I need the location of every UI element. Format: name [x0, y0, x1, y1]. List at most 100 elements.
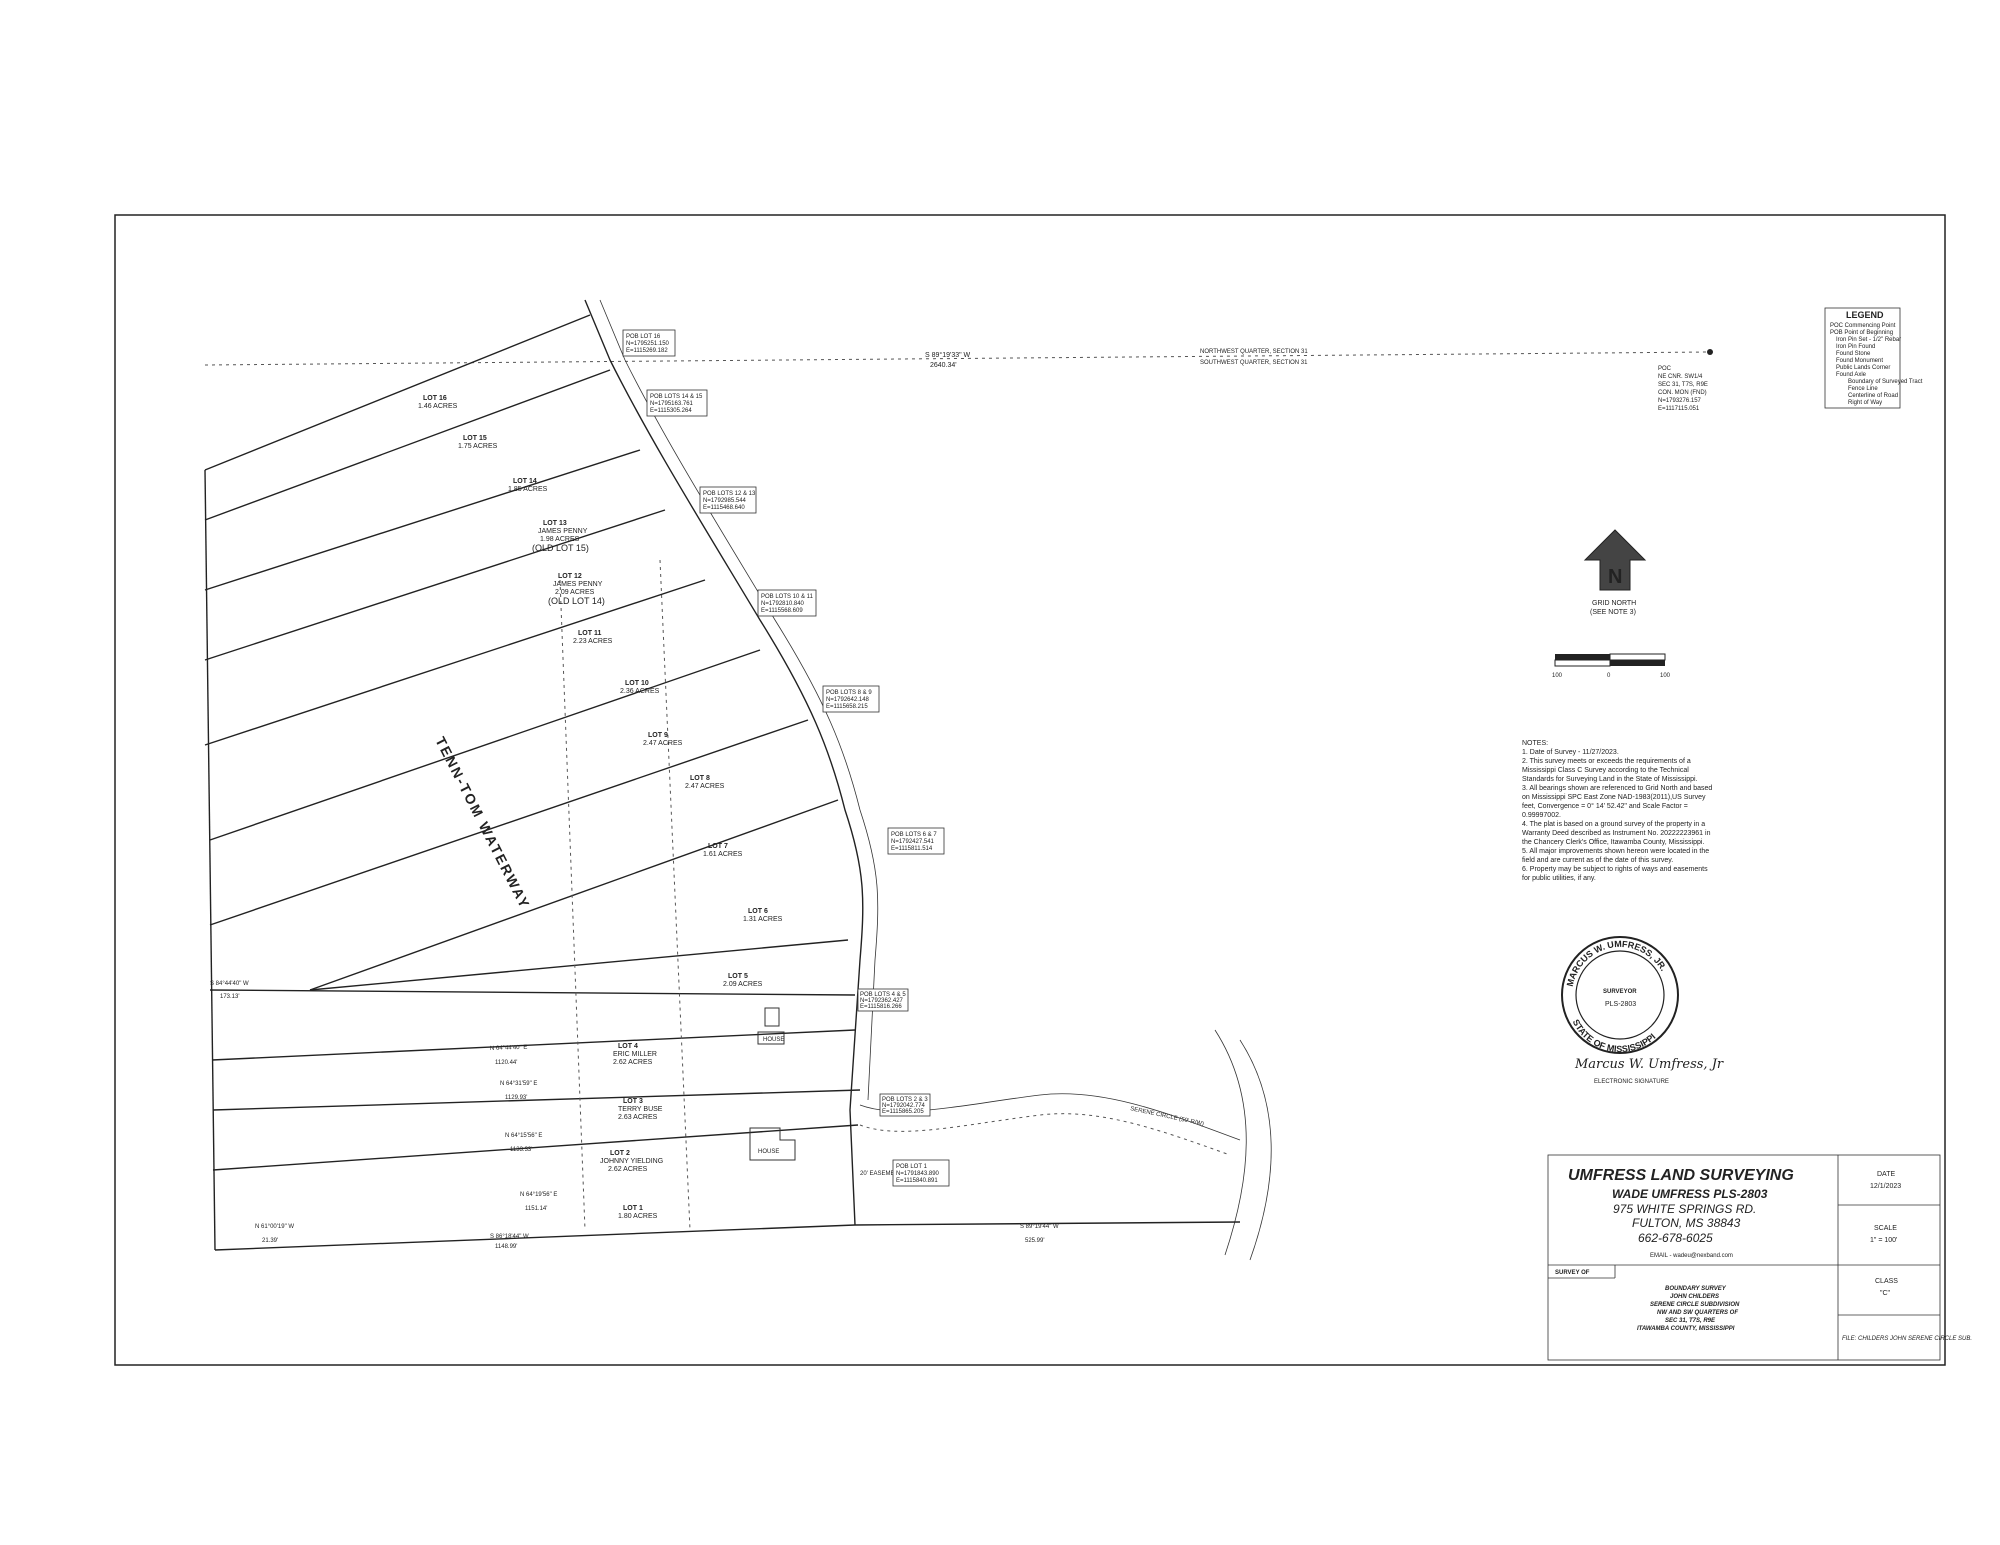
legend-item: POB Point of Beginning: [1830, 330, 1893, 336]
lot-line-labels: N 64°44'40" E 1120.44' N 64°31'59" E 112…: [490, 1045, 558, 1212]
easement-label: 20' EASEMENT: [860, 1171, 903, 1177]
north-label: GRID NORTH: [1592, 600, 1636, 607]
svg-text:0: 0: [1607, 673, 1611, 679]
legend-item: Found Stone: [1836, 351, 1871, 357]
svg-text:POB LOTS 4 & 5: POB LOTS 4 & 5: [860, 992, 906, 998]
note-line: for public utilities, if any.: [1522, 875, 1596, 882]
svg-text:E=1115269.182: E=1115269.182: [626, 348, 668, 354]
lot-label: LOT 14: [513, 478, 537, 485]
south-dist-1: 21.39': [262, 1238, 278, 1244]
note-line: feet, Convergence = 0° 14' 52.42" and Sc…: [1522, 802, 1688, 810]
note-line: Standards for Surveying Land in the Stat…: [1522, 776, 1698, 783]
notes: NOTES: 1. Date of Survey - 11/27/2023. 2…: [1522, 740, 1712, 882]
south-line-east: [854, 1221, 1241, 1226]
pob-box: POB LOTS 14 & 15 N=1795163.761 E=1115305…: [646, 389, 708, 417]
lot-line-distance: 1120.44': [495, 1060, 517, 1066]
waterway-dotted-line-2: [659, 559, 691, 1231]
lot-label: LOT 4: [618, 1043, 638, 1050]
svg-text:N=1791843.890: N=1791843.890: [896, 1171, 940, 1177]
east-boundary-line: [584, 299, 864, 1226]
surveyor-name: WADE UMFRESS PLS-2803: [1612, 1187, 1768, 1201]
svg-text:N=1792427.541: N=1792427.541: [891, 839, 935, 845]
lot-label: LOT 11: [578, 630, 601, 637]
svg-text:NE CNR. SW1/4: NE CNR. SW1/4: [1658, 374, 1703, 380]
svg-text:POB LOTS 2 & 3: POB LOTS 2 & 3: [882, 1097, 928, 1103]
svg-text:N=1792642.148: N=1792642.148: [826, 697, 870, 703]
south-bearing-1: N 61°00'19" W: [255, 1224, 294, 1230]
lot-acres: 1.85 ACRES: [508, 486, 548, 493]
pob-box: POB LOTS 4 & 5 N=1792362.427 E=1115816.2…: [857, 988, 909, 1012]
svg-text:E=1115811.514: E=1115811.514: [891, 846, 933, 852]
waterway-label: TENN-TOM WATERWAY: [432, 734, 533, 912]
note-line: field and are current as of the date of …: [1522, 857, 1673, 864]
note-line: 4. The plat is based on a ground survey …: [1522, 821, 1705, 828]
waterway-dotted-line: [559, 579, 586, 1231]
svg-text:POB LOTS 8 & 9: POB LOTS 8 & 9: [826, 690, 872, 696]
pob-box: POB LOT 1 N=1791843.890 E=1115840.891: [892, 1159, 950, 1187]
south-dist-3: 525.99': [1025, 1238, 1045, 1244]
pob-box: POB LOTS 6 & 7 N=1792427.541 E=1115811.5…: [887, 827, 945, 855]
lot-acres: 1.31 ACRES: [743, 916, 783, 923]
file-name: FILE: CHILDERS JOHN SERENE CIRCLE SUB.: [1842, 1336, 1972, 1342]
svg-text:N=1793276.157: N=1793276.157: [1658, 398, 1702, 404]
north-arrow-icon: N: [1583, 529, 1647, 591]
signature: Marcus W. Umfress, Jr: [1574, 1057, 1724, 1072]
lot-owner: ERIC MILLER: [613, 1051, 657, 1058]
legend-item: Fence Line: [1848, 386, 1878, 392]
pob-box: POB LOTS 8 & 9 N=1792642.148 E=1115658.2…: [822, 685, 880, 713]
pob-box: POB LOTS 10 & 11 N=1792810.840 E=1115568…: [757, 589, 817, 617]
house-lot-5: [764, 1007, 780, 1027]
south-dist-2: 1148.99': [495, 1244, 517, 1250]
pob-box: POB LOTS 2 & 3 N=1792042.774 E=1115865.2…: [879, 1093, 931, 1117]
svg-text:E=1115568.609: E=1115568.609: [761, 608, 803, 614]
svg-text:SEC 31, T7S, R9E: SEC 31, T7S, R9E: [1658, 382, 1708, 388]
signature-label: ELECTRONIC SIGNATURE: [1594, 1079, 1669, 1085]
lot-acres: 2.23 ACRES: [573, 638, 613, 645]
lot-line-distance: 1151.14': [525, 1206, 547, 1212]
lot-label: LOT 1: [623, 1205, 643, 1212]
svg-text:E=1115865.205: E=1115865.205: [882, 1109, 924, 1115]
lot-label: LOT 3: [623, 1098, 643, 1105]
company-phone: 662-678-6025: [1638, 1231, 1713, 1245]
legend-item: Centerline of Road: [1848, 393, 1898, 399]
house-label-lot-4: HOUSE: [763, 1037, 784, 1043]
lot-acres: 2.09 ACRES: [723, 981, 763, 988]
legend-item: POC Commencing Point: [1830, 323, 1896, 329]
title-block: UMFRESS LAND SURVEYING WADE UMFRESS PLS-…: [1547, 1154, 1972, 1361]
lot-label: LOT 7: [708, 843, 728, 850]
section-line-distance: 2640.34': [930, 362, 957, 369]
svg-text:N=1792985.544: N=1792985.544: [703, 498, 747, 504]
road-centerline: [599, 299, 879, 1101]
note-line: 0.99997002.: [1522, 812, 1561, 819]
svg-text:E=1115658.215: E=1115658.215: [826, 704, 868, 710]
lot-acres: 2.47 ACRES: [685, 783, 725, 790]
lot-owner: JOHNNY YIELDING: [600, 1158, 663, 1165]
svg-text:E=1115305.264: E=1115305.264: [650, 408, 692, 414]
section-line-bearing: S 89°19'33" W: [925, 351, 971, 359]
legend-item: Iron Pin Found: [1836, 344, 1875, 350]
scale-label: SCALE: [1874, 1225, 1897, 1232]
lot-label: LOT 2: [610, 1150, 630, 1157]
lot-acres: 1.61 ACRES: [703, 851, 743, 858]
date-label: DATE: [1877, 1171, 1895, 1178]
lot-acres: 2.62 ACRES: [613, 1059, 653, 1066]
lot-label: LOT 8: [690, 775, 710, 782]
lot-line-distance: 1129.93': [505, 1095, 527, 1101]
survey-desc: JOHN CHILDERS: [1670, 1294, 1719, 1300]
section-line: [204, 351, 1711, 366]
legend-item: Found Axle: [1836, 372, 1867, 378]
lot-acres: 2.63 ACRES: [618, 1114, 658, 1121]
section-north-label: NORTHWEST QUARTER, SECTION 31: [1200, 349, 1308, 355]
road-right-of-way-2: [1239, 1039, 1272, 1261]
legend-item: Right of Way: [1848, 400, 1882, 406]
class-value: "C": [1880, 1290, 1891, 1297]
survey-of-label: SURVEY OF: [1555, 1270, 1590, 1276]
lot-acres: 1.80 ACRES: [618, 1213, 658, 1220]
survey-desc: NW AND SW QUARTERS OF: [1657, 1310, 1738, 1316]
svg-text:N=1792362.427: N=1792362.427: [860, 998, 904, 1004]
seal-license: PLS-2803: [1605, 1001, 1636, 1008]
notes-title: NOTES:: [1522, 740, 1548, 747]
pob-box: POB LOT 16 N=1795251.150 E=1115269.182: [622, 329, 676, 357]
lot-label: LOT 13: [543, 520, 567, 527]
